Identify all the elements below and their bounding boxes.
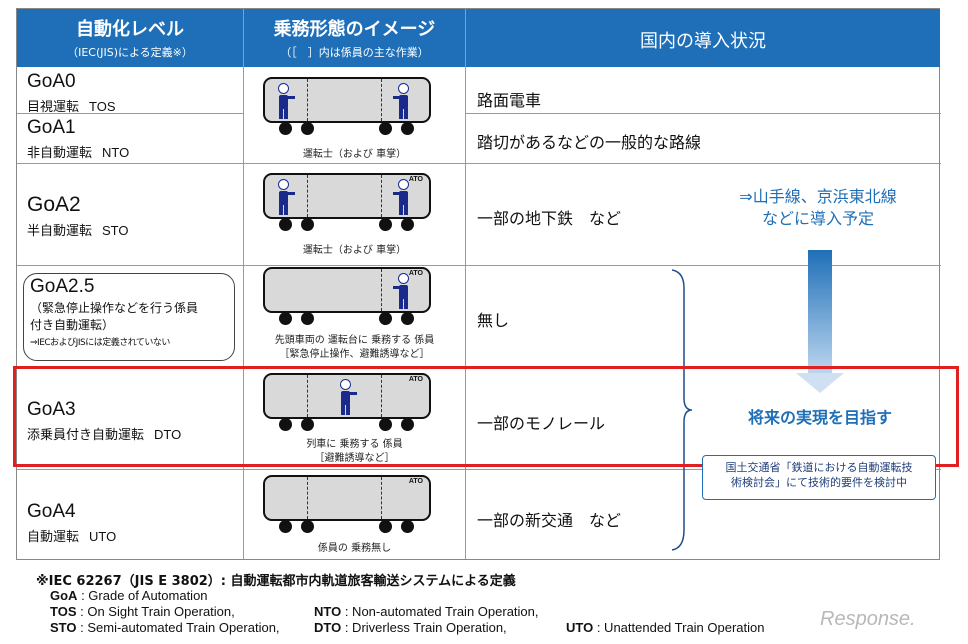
train-goa3-icon: ATO [263,373,431,435]
plan-note: ⇒山手線、京浜東北線 などに導入予定 [720,186,916,230]
level-name: 添乗員付き自動運転 [27,428,145,443]
staff-icon [393,273,415,309]
column-divider [243,9,244,559]
caption-goa3-2: ［避難誘導など］ [314,453,395,464]
ato-label: ATO [408,376,423,383]
status-goa2: 一部の地下鉄 など [477,209,622,228]
status-goa4: 一部の新交通 など [477,511,622,530]
level-goa2: GoA2 半自動運転 STO [27,193,129,239]
future-goal: 将来の実現を目指す [747,408,892,427]
arrow-head-icon [796,373,844,393]
level-goa4: GoA4 自動運転 UTO [27,501,116,545]
level-abbr: DTO [154,427,182,442]
footnote-dto: DTO : Driverless Train Operation, [314,620,507,635]
conductor-icon [393,83,415,119]
bracket-icon [671,269,693,551]
train-goa2-icon: ATO [263,173,431,235]
header-image-sub: （［ ］内は係員の主な作業） [280,46,429,59]
train-goa01-icon [263,77,431,139]
plan-line-1: ⇒山手線、京浜東北線 [739,187,897,206]
header-level-sub: （IEC(JIS)による定義※） [67,46,193,59]
conductor-icon [393,179,415,215]
row-divider [17,265,941,266]
level-goa1: GoA1 非自動運転 NTO [27,117,129,161]
header-status: 国内の導入状況 [466,9,940,67]
driver-icon [275,179,295,215]
ato-label: ATO [408,176,423,183]
level-abbr: TOS [89,99,116,114]
highlight-goa3 [13,366,959,467]
footnote-nto: NTO : Non-automated Train Operation, [314,604,539,619]
footnote-goa: GoA : Grade of Automation [50,588,208,603]
level-name-2: 付き自動運転） [30,318,115,332]
status-goa3: 一部のモノレール [477,414,606,433]
row-divider [17,469,941,470]
status-goa1: 踏切があるなどの一般的な路線 [477,133,702,152]
footnote-uto: UTO : Unattended Train Operation [566,620,765,635]
header-image-title: 乗務形態のイメージ [273,19,436,40]
level-abbr: STO [102,223,129,238]
caption-goa4: 係員の 乗務無し [317,543,392,554]
down-arrow-icon [808,250,832,374]
level-name: 目視運転 [27,100,80,115]
ato-label: ATO [408,478,423,485]
footnote-tos: TOS : On Sight Train Operation, [50,604,235,619]
row-divider [465,113,941,114]
ato-label: ATO [408,270,423,277]
level-code: GoA0 [27,71,76,92]
header-level: 自動化レベル （IEC(JIS)による定義※） [17,9,243,67]
caption-goa3-1: 列車に 乗務する 係員 [306,439,403,450]
train-goa25-icon: ATO [263,267,431,329]
level-name: （緊急停止操作などを行う係員 [30,301,199,315]
attendant-icon [337,379,357,415]
level-goa3: GoA3 添乗員付き自動運転 DTO [27,399,181,443]
level-goa25: GoA2.5 （緊急停止操作などを行う係員 付き自動運転） ⇒IECおよびJIS… [23,273,235,361]
column-divider [465,9,466,559]
mlit-note: 国土交通省「鉄道における自動運転技 術検討会」にて技術的要件を検討中 [702,455,936,500]
response-logo: Response. [820,608,916,630]
caption-goa2: 運転士（および 車掌） [302,245,407,256]
level-name: 半自動運転 [27,224,93,239]
level-code: GoA2.5 [30,276,95,297]
level-goa0: GoA0 目視運転 TOS [27,71,116,115]
level-code: GoA1 [27,117,76,138]
driver-icon [275,83,295,119]
train-goa4-icon: ATO [263,475,431,537]
status-goa0: 路面電車 [477,91,542,110]
mlit-line-2: 術検討会」にて技術的要件を検討中 [731,476,907,489]
level-name: 自動運転 [27,530,80,545]
header-level-title: 自動化レベル [76,19,184,40]
level-note: ⇒IECおよびJISには定義されていない [30,338,170,348]
caption-goa25-1: 先頭車両の 運転台に 乗務する 係員 [274,335,435,346]
row-divider [17,113,243,114]
header-image: 乗務形態のイメージ （［ ］内は係員の主な作業） [244,9,465,67]
automation-level-table: 自動化レベル （IEC(JIS)による定義※） 乗務形態のイメージ （［ ］内は… [16,8,941,560]
footnote-sto: STO : Semi-automated Train Operation, [50,620,280,635]
level-code: GoA2 [27,193,81,216]
level-name: 非自動運転 [27,146,93,161]
level-abbr: NTO [102,145,130,160]
level-code: GoA3 [27,399,76,420]
header-status-title: 国内の導入状況 [640,31,766,52]
level-abbr: UTO [89,529,117,544]
footnote-title: ※IEC 62267（JIS E 3802）: 自動運転都市内軌道旅客輸送システ… [36,574,516,589]
level-code: GoA4 [27,501,76,522]
status-goa25: 無し [477,311,510,330]
row-divider [17,163,941,164]
plan-line-2: などに導入予定 [761,209,874,228]
caption-goa01: 運転士（および 車掌） [302,149,407,160]
caption-goa25-2: ［緊急停止操作、避難誘導など］ [279,349,430,360]
mlit-line-1: 国土交通省「鉄道における自動運転技 [725,461,913,474]
